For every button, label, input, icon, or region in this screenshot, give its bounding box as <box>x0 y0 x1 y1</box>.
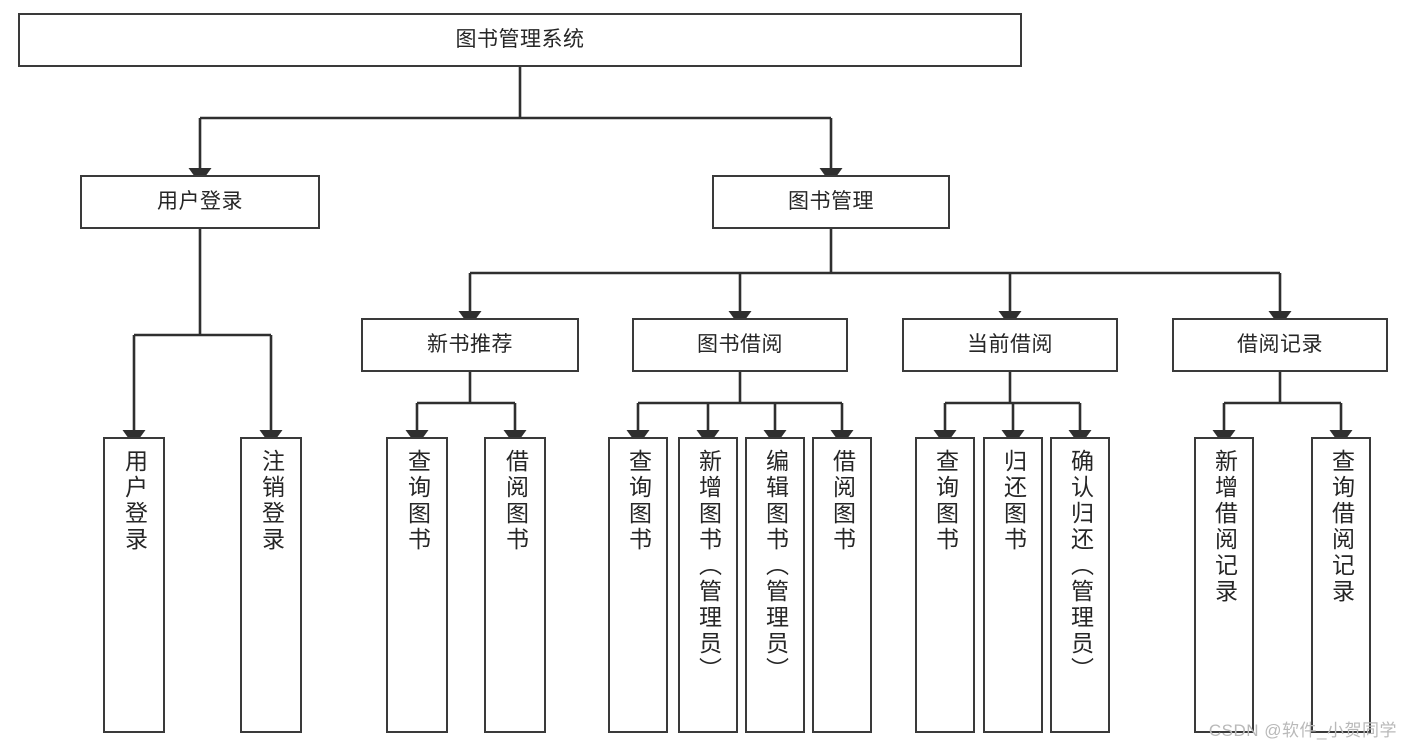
node-leaf-1[interactable]: 用户登录 <box>103 437 165 733</box>
node-leaf-12[interactable]: 新增借阅记录 <box>1194 437 1254 733</box>
node-leaf-10[interactable]: 归还图书 <box>983 437 1043 733</box>
node-label: 图书管理系统 <box>455 27 585 51</box>
node-label: 编辑图书（管理员） <box>762 449 789 683</box>
node-label: 查询借阅记录 <box>1328 449 1355 605</box>
node-label: 当前借阅 <box>967 332 1053 356</box>
node-book-borrow[interactable]: 图书借阅 <box>632 318 848 372</box>
node-label: 用户登录 <box>157 189 243 213</box>
node-label: 图书借阅 <box>697 332 783 356</box>
node-leaf-7[interactable]: 编辑图书（管理员） <box>745 437 805 733</box>
node-label: 查询图书 <box>625 449 652 553</box>
node-current-borrow[interactable]: 当前借阅 <box>902 318 1118 372</box>
node-label: 借阅图书 <box>502 449 529 553</box>
node-new-book-rec[interactable]: 新书推荐 <box>361 318 579 372</box>
node-label: 查询图书 <box>932 449 959 553</box>
node-leaf-2[interactable]: 注销登录 <box>240 437 302 733</box>
node-label: 新书推荐 <box>427 332 513 356</box>
node-label: 借阅图书 <box>829 449 856 553</box>
node-label: 确认归还（管理员） <box>1067 449 1094 683</box>
node-borrow-record[interactable]: 借阅记录 <box>1172 318 1388 372</box>
node-user-login[interactable]: 用户登录 <box>80 175 320 229</box>
node-label: 借阅记录 <box>1237 332 1323 356</box>
node-label: 新增图书（管理员） <box>695 449 722 683</box>
node-leaf-11[interactable]: 确认归还（管理员） <box>1050 437 1110 733</box>
node-label: 新增借阅记录 <box>1211 449 1238 605</box>
node-leaf-6[interactable]: 新增图书（管理员） <box>678 437 738 733</box>
node-book-manage[interactable]: 图书管理 <box>712 175 950 229</box>
node-label: 用户登录 <box>121 449 148 553</box>
node-label: 归还图书 <box>1000 449 1027 553</box>
node-leaf-3[interactable]: 查询图书 <box>386 437 448 733</box>
node-label: 注销登录 <box>258 449 285 553</box>
node-root[interactable]: 图书管理系统 <box>18 13 1022 67</box>
node-leaf-5[interactable]: 查询图书 <box>608 437 668 733</box>
node-leaf-4[interactable]: 借阅图书 <box>484 437 546 733</box>
node-leaf-13[interactable]: 查询借阅记录 <box>1311 437 1371 733</box>
watermark-text: CSDN @软件_小贺同学 <box>1208 721 1397 740</box>
node-label: 图书管理 <box>788 189 874 213</box>
node-leaf-8[interactable]: 借阅图书 <box>812 437 872 733</box>
node-leaf-9[interactable]: 查询图书 <box>915 437 975 733</box>
node-label: 查询图书 <box>404 449 431 553</box>
